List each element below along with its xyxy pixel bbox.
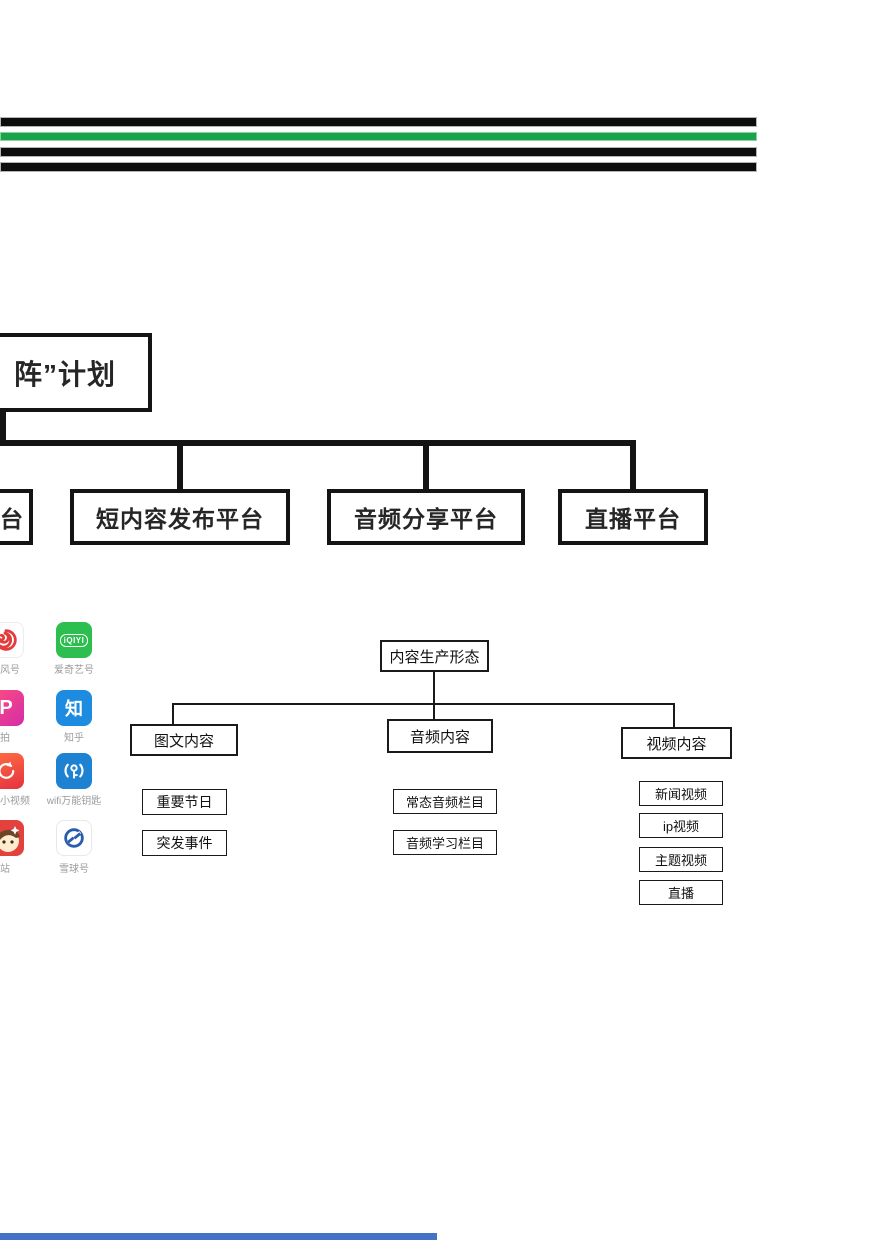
zhan-app-icon: [0, 820, 24, 856]
header-stripe-green: [0, 132, 757, 141]
content-root-label: 内容生产形态: [389, 648, 480, 666]
node-image-text-content: 图文内容: [130, 724, 238, 756]
audio-content-label: 音频内容: [409, 728, 470, 746]
cartoon-face-icon: [0, 826, 20, 852]
header-stripe-black-top: [0, 117, 757, 127]
circular-arrow-icon: [0, 761, 15, 779]
connector-drop-audio-share: [423, 446, 429, 489]
plan-title-box: 阵”计划: [0, 333, 152, 412]
iqiyi-app-label: 爱奇艺号: [54, 665, 94, 676]
iqiyi-wordmark: iQIYI: [59, 633, 89, 647]
node-important-festivals: 重要节日: [142, 789, 227, 815]
xueqiu-app-label: 雪球号: [59, 864, 89, 875]
zhihu-glyph: 知: [65, 699, 83, 719]
plan-title-text: 阵”计划: [13, 358, 116, 390]
zhan-app-label: 站: [0, 864, 10, 875]
zhihu-app-label: 知乎: [64, 733, 84, 744]
paike-app-label: 拍: [0, 733, 10, 744]
tree-drop-video: [673, 703, 675, 727]
platform-box-live: 直播平台: [558, 489, 708, 545]
platform-label-short-content: 短内容发布平台: [96, 506, 264, 532]
platform-box-short-content: 短内容发布平台: [70, 489, 290, 545]
header-stripe-black-bottom: [0, 162, 757, 172]
ip-video-label: ip视频: [662, 819, 700, 834]
platform-label-audio-share: 音频分享平台: [354, 506, 498, 532]
platform-label-live: 直播平台: [585, 506, 681, 532]
node-breaking-events: 突发事件: [142, 830, 227, 856]
connector-drop-short-content: [177, 446, 183, 489]
node-video-content: 视频内容: [621, 727, 732, 759]
tree-drop-audio: [433, 703, 435, 719]
audio-learning-column-label: 音频学习栏目: [405, 836, 484, 851]
image-text-content-label: 图文内容: [153, 732, 214, 750]
fenghao-app-icon: [0, 622, 24, 658]
iqiyi-app-icon: iQIYI: [56, 622, 92, 658]
footer-accent-bar: [0, 1233, 437, 1240]
theme-video-label: 主题视频: [654, 853, 707, 868]
live-stream-label: 直播: [667, 886, 694, 901]
xueqiu-logo-icon: [64, 828, 84, 848]
tree-hline: [173, 703, 675, 705]
platform-box-audio-share: 音频分享平台: [327, 489, 525, 545]
video-content-label: 视频内容: [646, 735, 707, 753]
header-stripe-black-mid: [0, 147, 757, 157]
platform-partial-label: 台: [0, 506, 24, 532]
node-audio-learning-column: 音频学习栏目: [393, 830, 497, 855]
platform-box-partial: 台: [0, 489, 33, 545]
node-audio-content: 音频内容: [387, 719, 493, 753]
important-festivals-label: 重要节日: [156, 794, 213, 810]
tree-drop-image-text: [172, 703, 174, 724]
node-live-stream: 直播: [639, 880, 723, 905]
short-video-app-label: 小视频: [0, 796, 30, 807]
paike-glyph: P: [0, 696, 13, 719]
wifi-key-icon: [64, 763, 84, 779]
red-swirl-icon: [0, 629, 17, 651]
wifi-key-app-icon: [56, 753, 92, 789]
node-content-root: 内容生产形态: [380, 640, 489, 672]
node-regular-audio-column: 常态音频栏目: [393, 789, 497, 814]
connector-plan-drop: [0, 411, 6, 442]
paike-app-icon: P: [0, 690, 24, 726]
node-ip-video: ip视频: [639, 813, 723, 838]
short-video-app-icon: [0, 753, 24, 789]
wifi-key-app-label: wifi万能钥匙: [46, 796, 102, 807]
connector-drop-live: [630, 440, 636, 489]
xueqiu-app-icon: [56, 820, 92, 856]
zhihu-app-icon: 知: [56, 690, 92, 726]
connector-platform-hline: [0, 440, 636, 446]
node-theme-video: 主题视频: [639, 847, 723, 872]
tree-root-drop: [433, 672, 435, 703]
fenghao-app-label: 风号: [0, 665, 20, 676]
node-news-video: 新闻视频: [639, 781, 723, 806]
regular-audio-column-label: 常态音频栏目: [405, 795, 484, 810]
news-video-label: 新闻视频: [654, 787, 707, 802]
breaking-events-label: 突发事件: [156, 835, 213, 851]
